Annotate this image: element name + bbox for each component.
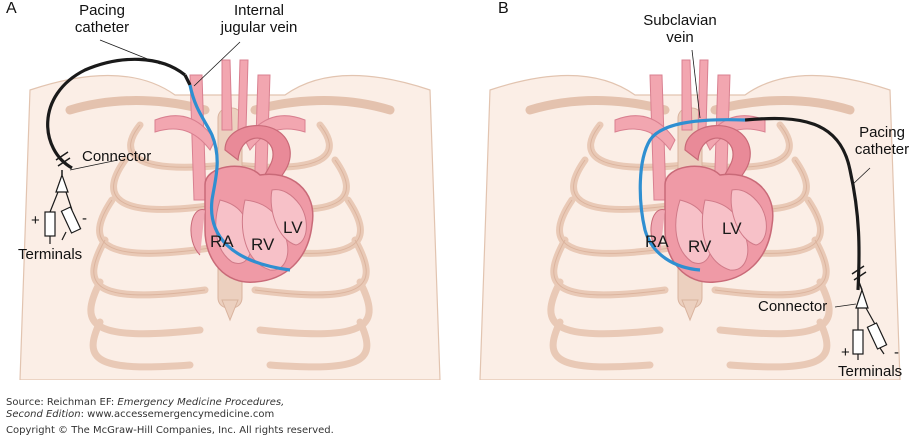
right-ventricle-label: RV [251,235,275,254]
pacing-catheter-line [46,57,186,170]
vein-pointer [691,49,701,119]
edition-line: Second Edition: www.accessemergencymedic… [6,409,275,420]
negative-terminal-icon [60,206,82,234]
connector-label: Connector [82,148,152,165]
terminals-label: Terminals [18,246,83,263]
left-ventricle-label: LV [283,218,303,237]
panel-letter: A [6,0,17,17]
positive-terminal-icon [44,211,56,237]
panel-internal-jugular: A Pacing catheter Internal jugular vein … [0,0,460,380]
pacing-wire [188,84,291,272]
terminal-leads [857,307,877,330]
plus-sign: + [841,344,850,361]
connector-label: Connector [758,298,828,315]
right-atrium-label: RA [210,232,234,251]
connector-break [851,265,867,281]
minus-sign: - [82,210,87,227]
torso-anatomy [480,60,900,380]
internal-jugular-vein-label: Internal jugular vein [220,2,298,36]
connector-pointer [834,303,857,308]
catheter-pointer [99,39,161,65]
panel-subclavian: B Subclavian vein Pacing catheter Connec… [460,0,920,380]
connector-pointer [69,159,119,171]
panel-a-illustration [0,39,460,380]
negative-terminal-icon [866,322,888,350]
pacing-catheter-line [744,116,861,291]
minus-sign: - [894,344,899,361]
panel-letter: B [498,0,509,17]
connector-icon [55,173,69,193]
left-ventricle-label: LV [722,219,742,238]
right-atrium-label: RA [645,232,669,251]
copyright-line: Copyright © The McGraw-Hill Companies, I… [6,425,334,436]
connector-break [55,151,71,167]
pacing-wire [638,118,746,272]
catheter-pointer [851,167,871,186]
pacing-catheter-label: Pacing catheter [74,2,130,36]
catheter-entry [183,74,192,86]
plus-sign: + [31,212,40,229]
panel-b-illustration [460,49,920,380]
positive-terminal-icon [852,329,864,355]
connector-icon [855,288,869,309]
pacing-catheter-label: Pacing catheter [854,124,910,158]
vein-pointer [193,41,241,87]
right-ventricle-label: RV [688,237,712,256]
source-line: Source: Reichman EF: Emergency Medicine … [6,397,285,408]
subclavian-vein-label: Subclavian vein [643,12,717,46]
terminals-label: Terminals [838,363,903,380]
